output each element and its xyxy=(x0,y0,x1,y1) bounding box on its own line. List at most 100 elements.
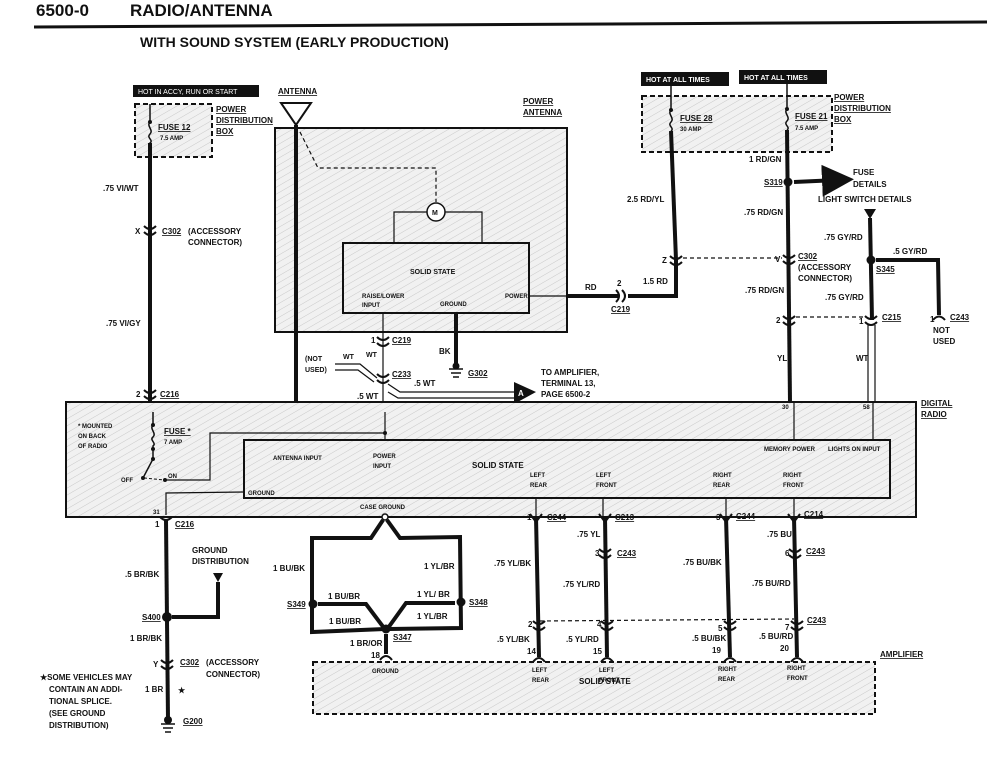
amp-input-lf-2: FRONT xyxy=(599,678,620,684)
memory-power-label: MEMORY POWER xyxy=(764,447,816,453)
fuse-12-icon xyxy=(148,104,152,157)
mid-conn: C243 xyxy=(806,547,826,556)
connector-c219-icon xyxy=(376,336,390,347)
c216-pin-1: 1 xyxy=(155,520,160,529)
ground-dist-2: DISTRIBUTION xyxy=(192,557,249,566)
amp-pin: 20 xyxy=(780,644,789,653)
power-antenna: ANTENNA POWER ANTENNA M SOLID STATE RAIS… xyxy=(274,87,678,412)
c302-right-label: C302 xyxy=(798,252,818,261)
radio-output-lr-2: REAR xyxy=(530,483,548,489)
c302-pin-y: Y xyxy=(153,660,159,669)
c302-ground-desc-1: (ACCESSORY xyxy=(206,658,260,667)
connector-pin18-icon xyxy=(379,655,393,661)
radio-fuse-icon xyxy=(142,412,155,479)
amp-pin: 15 xyxy=(593,647,602,656)
radio-output-lr-1: LEFT xyxy=(530,473,545,479)
hot-all-times-1: HOT AT ALL TIMES xyxy=(646,77,710,84)
amplifier: AMPLIFIER GROUND SOLID STATE LEFT REAR L… xyxy=(312,650,923,715)
s348-label: S348 xyxy=(469,598,488,607)
hot-all-times-bg-1 xyxy=(641,72,729,86)
amp-input-lr-2: REAR xyxy=(532,678,550,684)
pdb-left-label-3: BOX xyxy=(216,127,234,136)
connector-icon xyxy=(787,513,801,524)
amp-input-rf-1: RIGHT xyxy=(787,666,806,672)
s400-label: S400 xyxy=(142,613,161,622)
fuse-details-1: FUSE xyxy=(853,168,875,177)
speaker-line-right-rear: 3 C244 .75 BU/BK 5 .5 BU/BK 19 xyxy=(683,512,756,658)
s345-label: S345 xyxy=(876,265,895,274)
power-distribution-box-right xyxy=(641,95,833,153)
connector-c233-icon xyxy=(376,373,390,384)
connector-icon xyxy=(719,513,733,524)
bubk-label: 1 BU/BK xyxy=(273,564,305,573)
top-pin: 3 xyxy=(716,513,721,522)
hot-all-times-2: HOT AT ALL TIMES xyxy=(744,75,808,82)
amp-pin: 19 xyxy=(712,646,721,655)
splice-s319 xyxy=(783,177,793,187)
s349-label: S349 xyxy=(287,600,306,609)
wire: .75 YL/RD xyxy=(563,580,600,589)
c219-label: C219 xyxy=(392,336,412,345)
speaker-line-left-front: C213 .75 YL 3 C243 .75 YL/RD 4 .5 YL/RD … xyxy=(563,513,637,658)
fuse-details-2: DETAILS xyxy=(853,180,887,189)
c243-pin-1: 1 xyxy=(930,315,935,324)
fuse-12-rating: 7.5 AMP xyxy=(160,136,183,142)
c233-label: C233 xyxy=(392,370,412,379)
c233-splice-area: 1 C219 (NOT USED) WT WT C233 .5 WT .5 WT… xyxy=(305,336,599,404)
page-number: 6500-0 xyxy=(36,1,89,20)
splice-s348 xyxy=(456,597,466,607)
amplifier-box xyxy=(312,661,876,715)
wt-amp-label: .5 WT xyxy=(414,379,435,388)
wire-label-15rd: 1.5 RD xyxy=(643,277,668,286)
pdb-right-label-2: DISTRIBUTION xyxy=(834,104,891,113)
power-input-label-2: INPUT xyxy=(373,464,391,470)
wt-radio-label: .5 WT xyxy=(357,392,378,401)
top-conn: C214 xyxy=(804,510,824,519)
bubr-label-1: 1 BU/BR xyxy=(328,592,360,601)
top-conn: C244 xyxy=(547,513,567,522)
connector-c302-v-icon xyxy=(782,254,796,265)
mounted-note-2: ON BACK xyxy=(78,434,107,440)
low-pin: 2 xyxy=(528,620,533,629)
bubr-label-2: 1 BU/BR xyxy=(329,617,361,626)
light-switch-details: LIGHT SWITCH DETAILS xyxy=(818,195,912,204)
splice-s345 xyxy=(866,255,876,265)
c219-pin-1: 1 xyxy=(371,336,376,345)
wire-label-75-rdgn-a: .75 RD/GN xyxy=(744,208,783,217)
ground-note-4: (SEE GROUND xyxy=(49,709,106,718)
c216-label-bottom: C216 xyxy=(175,520,195,529)
connector-c216-top-icon xyxy=(143,389,157,400)
top-pin: 1 xyxy=(527,513,532,522)
header: 6500-0 RADIO/ANTENNA WITH SOUND SYSTEM (… xyxy=(33,1,987,50)
c302-pin-v: V xyxy=(775,255,781,264)
pin-18: 18 xyxy=(371,651,380,660)
c302-label: C302 xyxy=(162,227,182,236)
amp-input-rr-1: RIGHT xyxy=(718,667,737,673)
amp-input-lf-1: LEFT xyxy=(599,668,614,674)
ground-note-3: TIONAL SPLICE. xyxy=(49,697,112,706)
page-subtitle: WITH SOUND SYSTEM (EARLY PRODUCTION) xyxy=(140,34,449,50)
power-antenna-label-2: ANTENNA xyxy=(523,108,562,117)
hot-accy-label: HOT IN ACCY, RUN OR START xyxy=(138,89,238,96)
left-power-distribution: HOT IN ACCY, RUN OR START POWER DISTRIBU… xyxy=(133,85,273,158)
radio-output-rf-2: FRONT xyxy=(783,483,804,489)
radio-solid-state-label: SOLID STATE xyxy=(472,461,524,470)
to-amp-2: TERMINAL 13, xyxy=(541,379,596,388)
c302-right-desc-2: CONNECTOR) xyxy=(798,274,852,283)
radio-output-lf-1: LEFT xyxy=(596,473,611,479)
c243-label-right: C243 xyxy=(950,313,970,322)
radio-output-rr-1: RIGHT xyxy=(713,473,732,479)
c219-pin-2: 2 xyxy=(617,279,622,288)
ylbr-label-1: 1 YL/BR xyxy=(424,562,455,571)
pin-58: 58 xyxy=(863,405,870,411)
ground-circuit: 1 C216 .5 BR/BK GROUND DISTRIBUTION S400… xyxy=(40,516,260,733)
wire-label-vi-wt: .75 VI/WT xyxy=(103,184,139,193)
ylbr-label-3: 1 YL/BR xyxy=(417,612,448,621)
top-conn: C244 xyxy=(736,512,756,521)
bror-label: 1 BR/OR xyxy=(350,639,383,648)
amp-wire: .5 YL/BK xyxy=(497,635,530,644)
c302-pin-x: X xyxy=(135,227,141,236)
mid-pin: 3 xyxy=(595,549,600,558)
radio-output-rr-2: REAR xyxy=(713,483,731,489)
c216-label-top: C216 xyxy=(160,390,180,399)
